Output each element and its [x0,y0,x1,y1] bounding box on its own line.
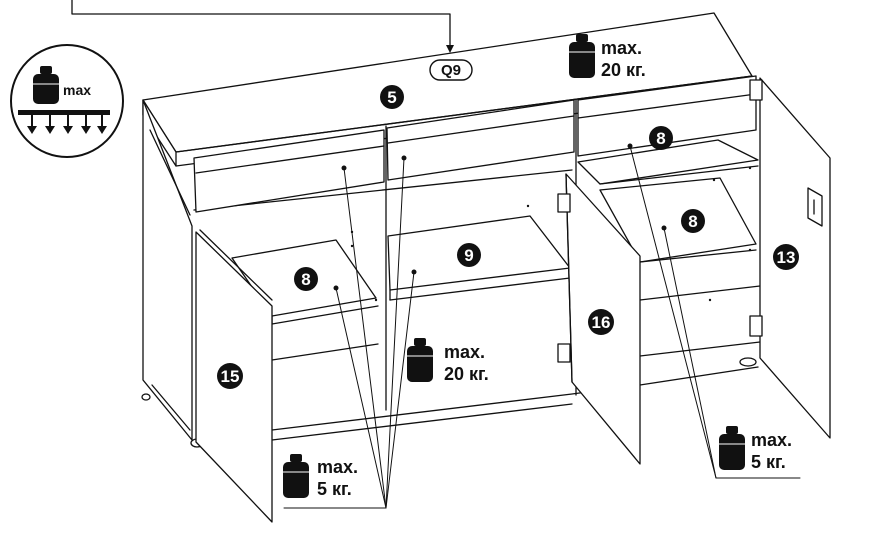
badge-label: 8 [688,212,697,231]
load-line1: max. [751,430,792,450]
badge-part-8-upper: 8 [649,126,673,150]
load-line2: 5 кг. [751,452,786,472]
shelf-pin-holes [350,166,752,302]
load-line1: max. [601,38,642,58]
badge-part-5: 5 [380,85,404,109]
load-line1: max. [444,342,485,362]
load-left-shelf: max. 5 кг. [282,454,358,499]
load-line2: 5 кг. [317,479,352,499]
badge-part-9: 9 [457,243,481,267]
badge-part-16: 16 [588,309,614,335]
badge-part-15: 15 [217,363,243,389]
load-line2: 20 кг. [444,364,489,384]
badge-label: 5 [387,88,396,107]
badge-label: 16 [592,313,611,332]
weight-icon [568,34,596,78]
load-line2: 20 кг. [601,60,646,80]
drawer-left [193,129,385,213]
badge-part-8-middle: 8 [681,209,705,233]
shelf-right-upper [577,139,759,185]
leader-dots [333,143,667,291]
badge-label: 9 [464,246,473,265]
weight-load-icon [32,66,60,104]
weight-icon [282,454,310,498]
down-arrows [27,114,107,134]
badge-label: 15 [221,367,240,386]
drawer-middle [386,99,575,181]
load-line1: max. [317,457,358,477]
weight-icon [718,426,746,470]
max-load-legend: max [10,44,124,158]
badge-label: 8 [301,270,310,289]
badge-part-13: 13 [773,244,799,270]
badge-part-8-left: 8 [294,267,318,291]
q9-leader [71,0,454,53]
load-top: max. 20 кг. [568,34,646,80]
badge-label: 13 [777,248,796,267]
load-bottom: max. 20 кг. [406,338,489,384]
legend-text: max [63,82,91,98]
hinge-icons [557,79,763,363]
drawer-right-compartment [577,75,757,157]
badge-label: 8 [656,129,665,148]
shelf-right-lower [639,285,761,357]
weight-icon [406,338,434,382]
load-right-shelf: max. 5 кг. [718,426,792,472]
rail-label-q9: Q9 [429,59,473,81]
rail-label-text: Q9 [441,62,461,79]
leader-lines [283,145,801,509]
